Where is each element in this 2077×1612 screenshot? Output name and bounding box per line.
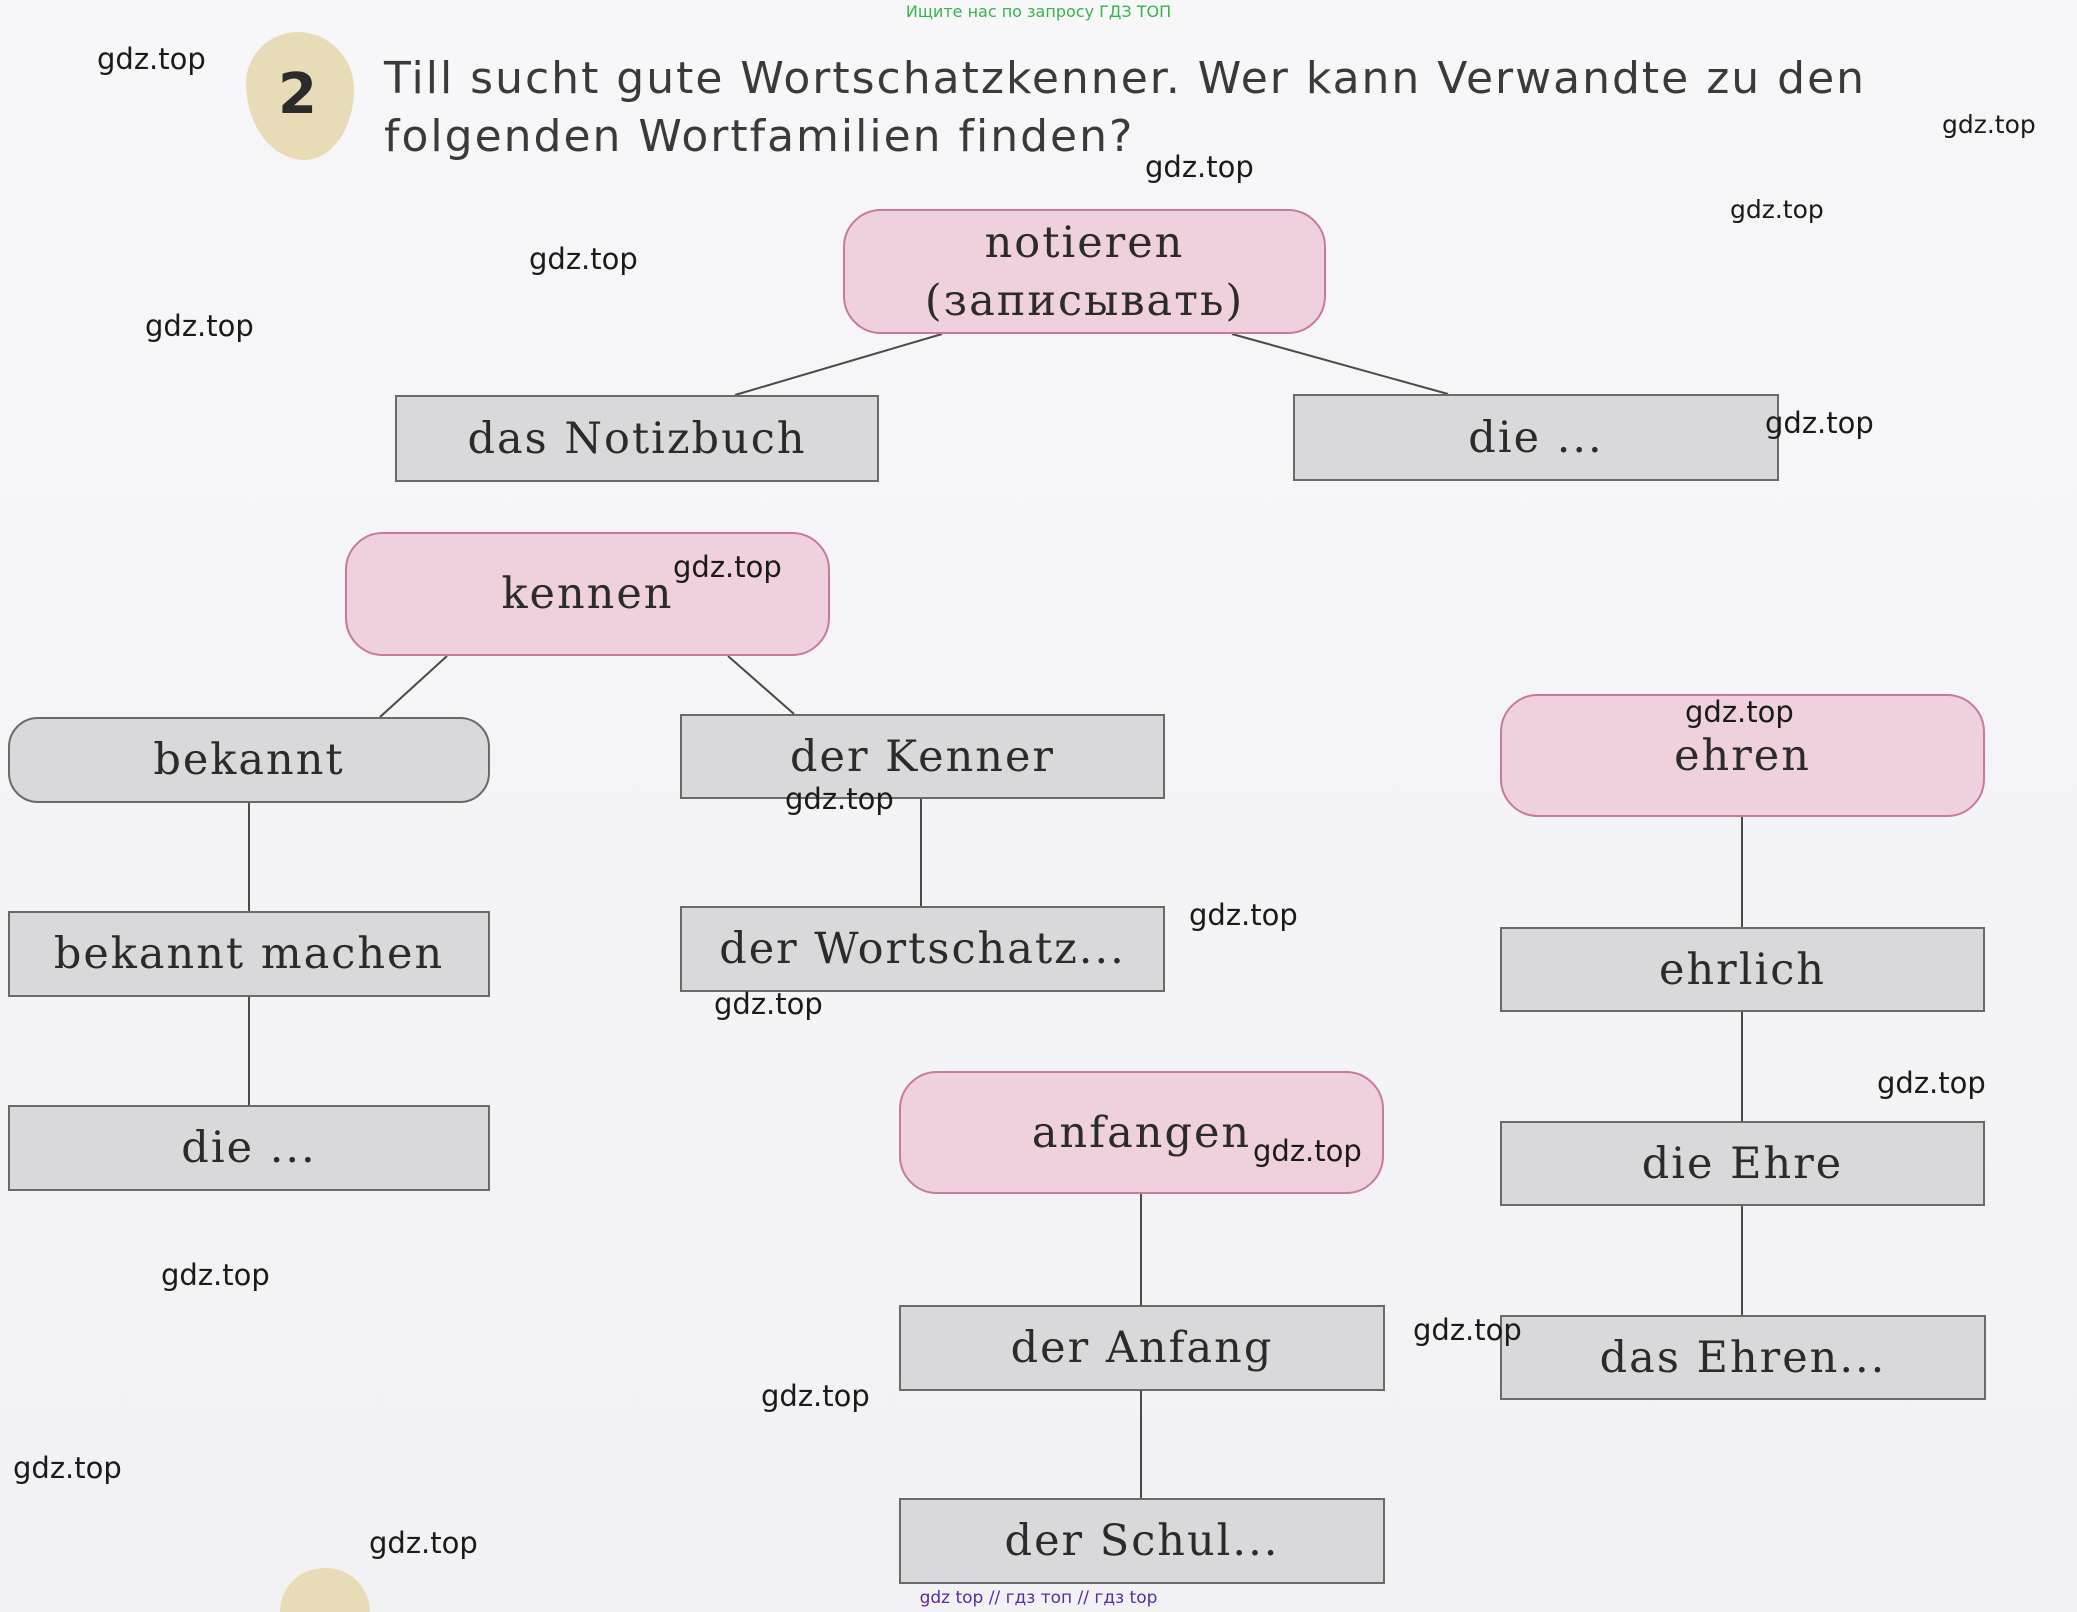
watermark: gdz.top <box>145 309 254 343</box>
word-anfang: der Anfang <box>899 1305 1385 1391</box>
exercise-instruction: Till sucht gute Wortschatzkenner. Wer ka… <box>384 53 1867 162</box>
root-notieren-translation: (записывать) <box>924 275 1245 326</box>
word-wortschatz: der Wortschatz... <box>680 906 1165 992</box>
root-kennen: kennen <box>345 532 830 656</box>
word-ehrlich: ehrlich <box>1500 927 1985 1012</box>
watermark: gdz.top <box>785 782 894 816</box>
bottom-banner[interactable]: gdz top // гдз топ // гдз top <box>919 1588 1158 1608</box>
link-notieren-notizbuch <box>734 333 943 396</box>
watermark: gdz.top <box>97 42 206 76</box>
watermark: gdz.top <box>673 550 782 584</box>
watermark: gdz.top <box>1145 150 1254 184</box>
watermark: gdz.top <box>761 1379 870 1413</box>
root-notieren: notieren (записывать) <box>843 209 1326 334</box>
word-ehren-compound: das Ehren... <box>1500 1315 1986 1400</box>
top-banner[interactable]: Ищите нас по запросу ГДЗ ТОП <box>905 2 1172 21</box>
link-kennen-kenner <box>727 655 795 715</box>
word-kenner: der Kenner <box>680 714 1165 799</box>
watermark: gdz.top <box>1942 110 2036 139</box>
word-notizbuch: das Notizbuch <box>395 395 879 482</box>
link-notieren-die <box>1231 333 1449 395</box>
watermark: gdz.top <box>1189 898 1298 932</box>
watermark: gdz.top <box>1685 695 1794 729</box>
root-anfangen: anfangen <box>899 1071 1384 1194</box>
watermark: gdz.top <box>161 1258 270 1292</box>
word-notieren-blank: die ... <box>1293 394 1779 481</box>
watermark: gdz.top <box>1413 1313 1522 1347</box>
word-kennen-blank: die ... <box>8 1105 490 1191</box>
link-kennen-bekannt <box>379 655 448 718</box>
watermark: gdz.top <box>714 987 823 1021</box>
root-notieren-label: notieren <box>984 217 1185 268</box>
exercise-number: 2 <box>278 62 317 127</box>
watermark: gdz.top <box>13 1451 122 1485</box>
word-bekannt: bekannt <box>8 717 490 803</box>
watermark: gdz.top <box>1253 1134 1362 1168</box>
watermark: gdz.top <box>1765 406 1874 440</box>
watermark: gdz.top <box>529 242 638 276</box>
watermark: gdz.top <box>1730 195 1824 224</box>
word-ehre: die Ehre <box>1500 1121 1985 1206</box>
watermark: gdz.top <box>1877 1066 1986 1100</box>
word-schul: der Schul... <box>899 1498 1385 1584</box>
word-bekannt-machen: bekannt machen <box>8 911 490 997</box>
exercise-badge <box>246 32 354 160</box>
root-ehren: ehren <box>1500 694 1985 817</box>
watermark: gdz.top <box>369 1526 478 1560</box>
